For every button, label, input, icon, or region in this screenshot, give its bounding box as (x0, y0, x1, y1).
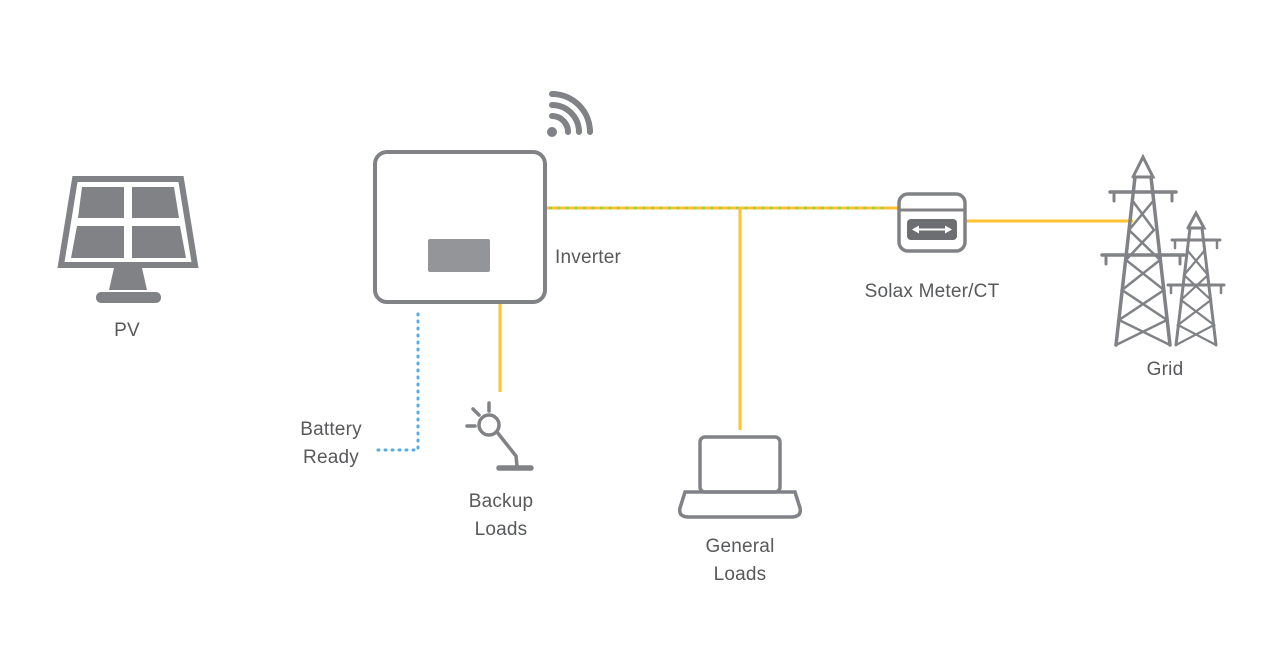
inverter-display (428, 239, 490, 272)
lamp-icon (465, 401, 534, 471)
tower-large (1100, 153, 1186, 347)
tower-small (1166, 209, 1226, 347)
battery-ready-line (376, 312, 420, 452)
grid-towers-icon (1100, 153, 1226, 347)
general-loads-label: General Loads (705, 536, 775, 585)
meter-icon (897, 192, 967, 253)
backup-loads-label: Backup Loads (468, 491, 534, 540)
inverter-label: Inverter (555, 247, 622, 268)
inverter-icon (373, 150, 547, 304)
solar-panel-icon (57, 176, 199, 303)
wifi-icon (547, 91, 593, 137)
pv-label: PV (114, 320, 140, 341)
laptop-icon (677, 435, 803, 519)
grid-label: Grid (1146, 359, 1184, 380)
meter-arrow-icon (912, 225, 952, 234)
meter-label: Solax Meter/CT (864, 281, 1000, 302)
battery-ready-label: Battery Ready (300, 419, 362, 468)
connection-lines (376, 206, 1133, 452)
